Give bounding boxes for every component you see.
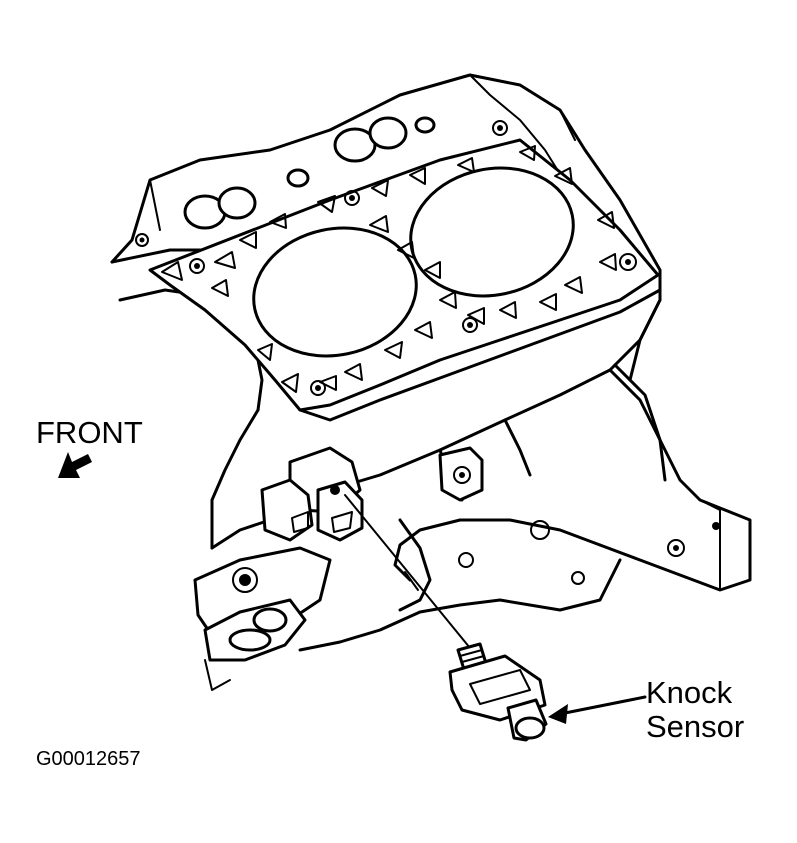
figure-id: G00012657 bbox=[36, 748, 141, 770]
knock-sensor bbox=[344, 494, 548, 742]
water-jacket-ports bbox=[183, 116, 436, 230]
arrow-left-down-icon bbox=[58, 452, 92, 478]
cylinder-bore-1 bbox=[252, 226, 418, 358]
knock-sensor-label-line2: Sensor bbox=[646, 709, 745, 744]
front-label: FRONT bbox=[36, 415, 143, 450]
crankcase bbox=[210, 298, 752, 652]
head-gasket bbox=[135, 120, 662, 422]
arrow-left-icon bbox=[548, 695, 647, 724]
sensor-mount-bosses bbox=[193, 446, 364, 691]
knock-sensor-label-line1: Knock bbox=[646, 675, 733, 710]
cylinder-bore-2 bbox=[409, 166, 575, 298]
gasket-bolt-holes bbox=[135, 120, 637, 396]
gasket-ports bbox=[161, 145, 617, 393]
knock-sensor-label: Knock Sensor bbox=[646, 676, 744, 744]
